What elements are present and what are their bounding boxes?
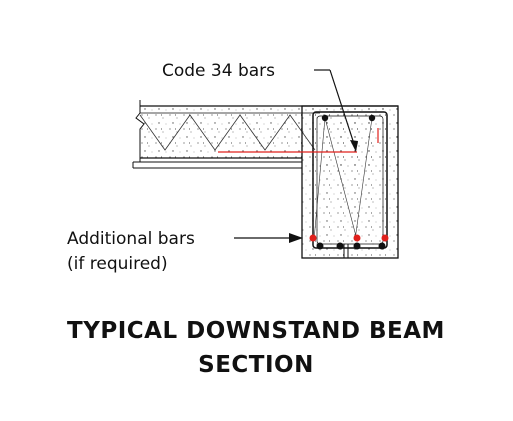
downstand-beam: [301, 105, 399, 259]
code-34-bars: [218, 128, 379, 153]
callout-code-34-bars: Code 34 bars: [162, 61, 275, 81]
leader-additional-bars: [234, 233, 303, 243]
diagram-title-line-2: SECTION: [198, 352, 314, 378]
callout-additional-bars: Additional bars: [67, 229, 195, 249]
top-rebars: [321, 114, 376, 122]
callout-if-required: (if required): [67, 254, 168, 274]
leader-code-34: [314, 69, 358, 152]
diagram-title-line-1: TYPICAL DOWNSTAND BEAM: [67, 318, 445, 344]
bottom-rebars: [309, 234, 389, 250]
